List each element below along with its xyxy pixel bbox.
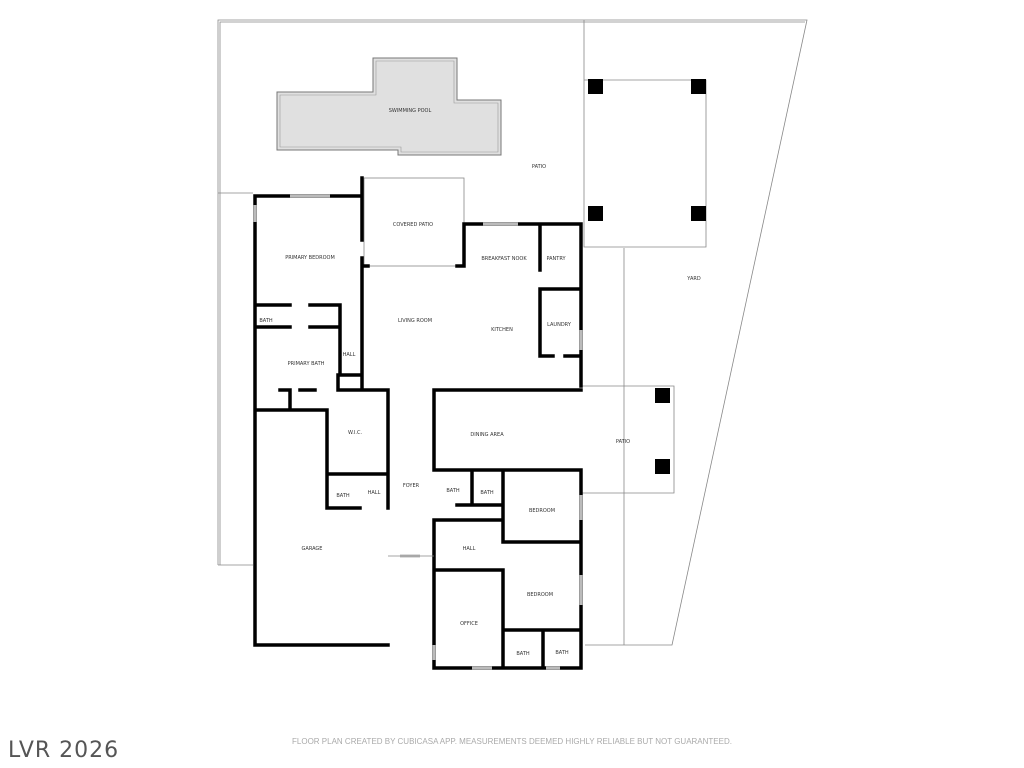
patio-right-outline: [581, 385, 675, 494]
watermark: LVR 2026: [8, 738, 120, 763]
room-label-hall: HALL: [343, 352, 356, 358]
column: [655, 388, 670, 403]
room-label-living-room: LIVING ROOM: [398, 318, 432, 324]
lot-boundary-inner: [219, 21, 805, 565]
room-label-swimming-pool: SWIMMING POOL: [389, 108, 432, 114]
room-label-bath: BATH: [516, 651, 530, 657]
room-label-primary-bedroom: PRIMARY BEDROOM: [285, 255, 335, 261]
room-label-bath: BATH: [446, 488, 460, 494]
room-label-garage: GARAGE: [302, 546, 323, 552]
room-label-primary-bath: PRIMARY BATH: [288, 361, 325, 367]
patio-outline: [583, 20, 707, 248]
room-label-yard: YARD: [686, 276, 701, 282]
room-label-bedroom: BEDROOM: [527, 592, 553, 598]
column: [655, 459, 670, 474]
room-label-pantry: PANTRY: [546, 256, 566, 262]
room-label-dining-area: DINING AREA: [470, 432, 504, 438]
room-label-bath: BATH: [259, 318, 273, 324]
column: [588, 206, 603, 221]
room-label-laundry: LAUNDRY: [547, 322, 572, 328]
room-label-kitchen: KITCHEN: [491, 327, 513, 333]
room-label-breakfast-nook: BREAKFAST NOOK: [481, 256, 527, 262]
room-label-bath: BATH: [555, 650, 569, 656]
lot-boundary: [217, 19, 808, 646]
walls: [253, 176, 583, 670]
room-label-covered-patio: COVERED PATIO: [393, 222, 433, 228]
disclaimer-text: FLOOR PLAN CREATED BY CUBICASA APP. MEAS…: [292, 737, 732, 746]
room-label-wic: W.I.C.: [348, 430, 363, 436]
room-label-foyer: FOYER: [403, 483, 420, 489]
room-label-hall: HALL: [368, 490, 381, 496]
room-label-bath: BATH: [336, 493, 350, 499]
room-label-bedroom: BEDROOM: [529, 508, 555, 514]
column: [691, 206, 706, 221]
room-label-patio: PATIO: [532, 164, 546, 170]
column: [588, 79, 603, 94]
room-label-patio-right: PATIO: [616, 439, 630, 445]
column: [691, 79, 706, 94]
room-label-hall: HALL: [463, 546, 476, 552]
room-label-bath: BATH: [480, 490, 494, 496]
room-label-office: OFFICE: [460, 621, 478, 627]
swimming-pool: [276, 57, 502, 156]
covered-patio-outline: [363, 177, 465, 267]
